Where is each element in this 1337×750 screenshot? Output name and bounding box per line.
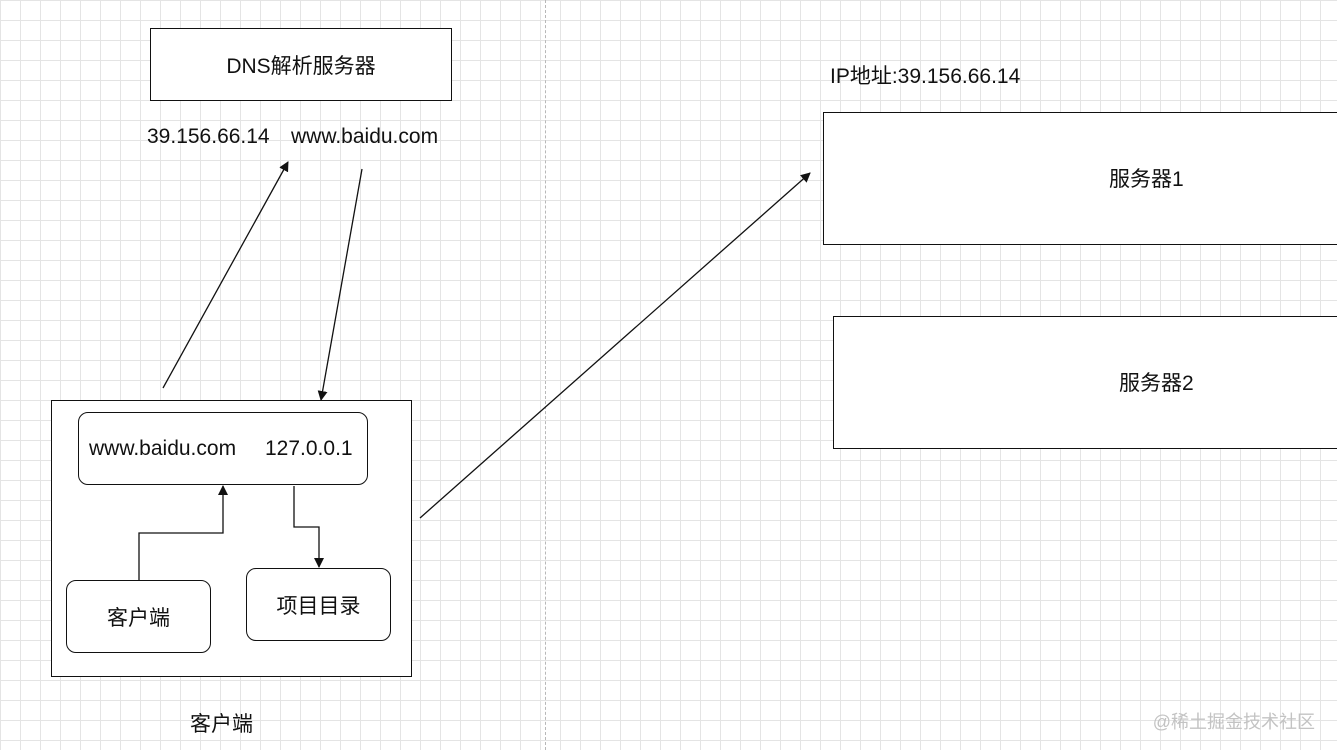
server2-box[interactable]: 服务器2 [833,316,1337,449]
server1-box[interactable]: 服务器1 [823,112,1337,245]
server2-label: 服务器2 [1119,372,1194,395]
dns-to-client-arrow[interactable] [317,168,363,401]
dns-domain-label: www.baidu.com [291,125,439,148]
dns-server-box[interactable]: DNS解析服务器 [150,28,452,101]
hosts-entry-box[interactable]: www.baidu.com 127.0.0.1 [78,412,368,485]
dns-server-label: DNS解析服务器 [226,54,376,78]
hosts-to-project-connector[interactable] [293,486,324,568]
client-inner-label: 客户端 [107,606,170,630]
dashed-divider [545,0,546,750]
client-to-hosts-connector[interactable] [138,485,228,580]
server1-label: 服务器1 [1109,168,1184,191]
client-to-dns-arrow[interactable] [162,161,289,389]
project-dir-box[interactable]: 项目目录 [246,568,391,641]
server-ip-label: IP地址:39.156.66.14 [830,65,1021,88]
dns-ip-label: 39.156.66.14 [147,125,270,148]
hosts-ip-label: 127.0.0.1 [265,437,353,460]
client-caption: 客户端 [190,713,253,736]
client-inner-box[interactable]: 客户端 [66,580,211,653]
project-dir-label: 项目目录 [276,594,361,618]
client-to-server-arrow[interactable] [419,172,811,519]
watermark: @稀土掘金技术社区 [1152,712,1315,732]
hosts-domain-label: www.baidu.com [89,437,237,460]
